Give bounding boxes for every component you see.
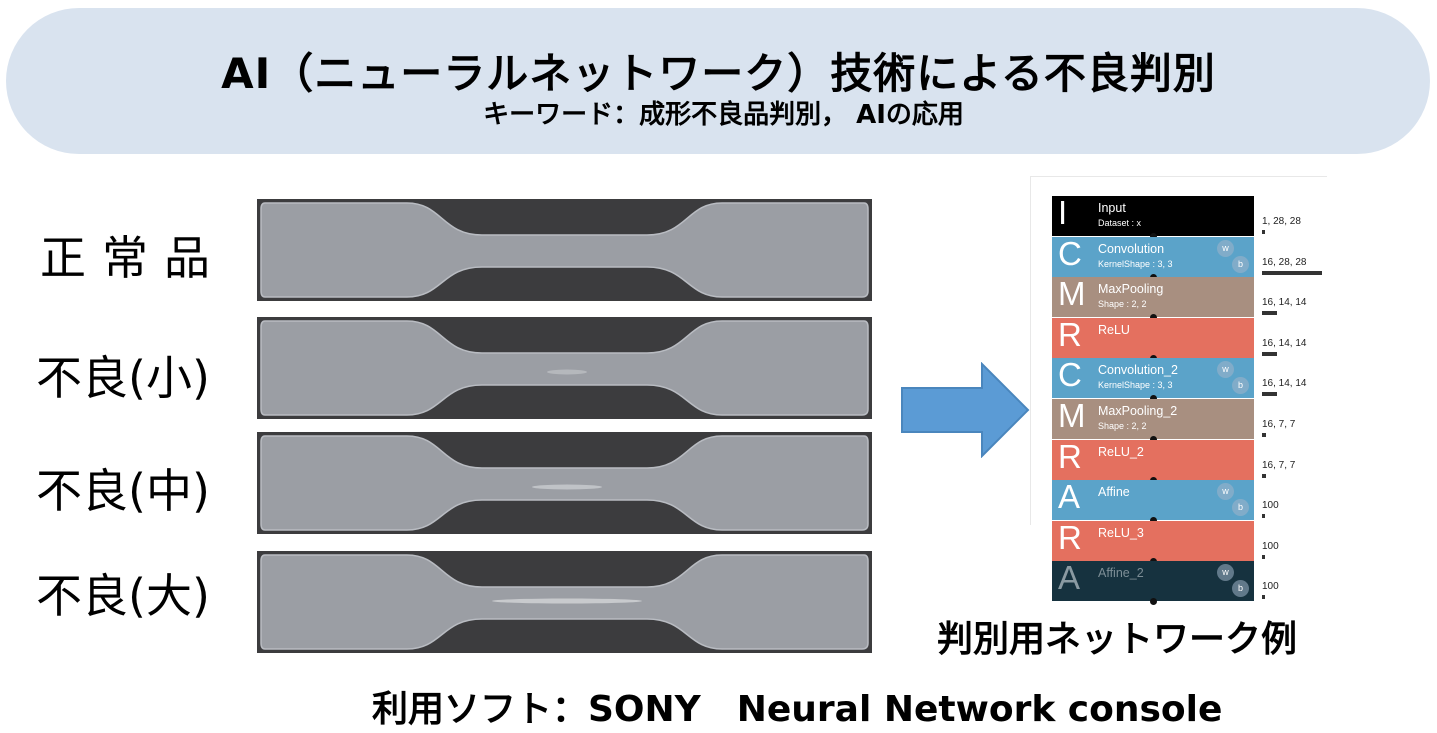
layer-connector-dot	[1150, 233, 1157, 240]
layer-output-size-bar	[1262, 595, 1265, 600]
layer-name: Convolution_2	[1098, 363, 1178, 378]
layer-output-shape: 100	[1262, 500, 1279, 512]
weight-param-icon: w	[1217, 564, 1234, 582]
layer-param: KernelShape : 3, 3	[1098, 258, 1173, 269]
layer-output-shape: 16, 14, 14	[1262, 378, 1307, 390]
layer-connector-dot	[1150, 598, 1157, 606]
layer-connector-dot	[1150, 273, 1157, 281]
layer-param: Shape : 2, 2	[1098, 421, 1147, 431]
layer-output-size-bar	[1262, 311, 1277, 316]
layer-output-size-bar	[1262, 514, 1265, 519]
layer-name: MaxPooling	[1098, 282, 1164, 297]
defect-streak	[547, 369, 587, 375]
specimen-image-defect-small	[257, 317, 872, 419]
layer-output-shape: 16, 7, 7	[1262, 459, 1296, 471]
sample-label-defect-medium: 不良(中)	[36, 464, 210, 518]
layer-output-shape: 16, 28, 28	[1262, 256, 1307, 268]
layer-output-size-bar	[1262, 270, 1322, 275]
network-layer: R ReLU_3	[1052, 518, 1254, 565]
header-banner	[6, 8, 1430, 154]
layer-type-letter: C	[1058, 234, 1082, 272]
sample-label-defect-small: 不良(小)	[36, 351, 210, 405]
layer-output-size-bar	[1262, 392, 1277, 397]
layer-connector-dot	[1150, 354, 1157, 362]
sample-label-normal: 正常品	[40, 231, 226, 285]
layer-output-shape: 16, 7, 7	[1262, 419, 1296, 430]
specimen-shape	[260, 202, 869, 298]
layer-name: ReLU_2	[1098, 444, 1144, 459]
layer-param: Shape : 2, 2	[1098, 299, 1147, 310]
layer-output-shape: 16, 14, 14	[1262, 337, 1307, 349]
layer-connector-dot	[1150, 436, 1157, 443]
layer-param: Dataset : x	[1098, 218, 1142, 228]
layer-type-letter: R	[1058, 315, 1082, 353]
page-title: AI（ニューラルネットワーク）技術による不良判別	[221, 49, 1216, 98]
layer-type-letter: M	[1058, 397, 1086, 434]
layer-connector-dot	[1150, 557, 1157, 565]
layer-name: ReLU_3	[1098, 525, 1144, 540]
defect-streak	[492, 598, 642, 604]
layer-connector-dot	[1150, 395, 1157, 403]
layer-name: Affine_2	[1098, 566, 1144, 581]
right-arrow-icon	[901, 362, 1030, 458]
layer-output-size-bar	[1262, 554, 1265, 559]
layer-name: Affine	[1098, 485, 1130, 500]
layer-name: Input	[1098, 201, 1126, 215]
layer-type-letter: I	[1058, 194, 1068, 231]
specimen-image-defect-medium	[257, 432, 872, 534]
layer-name: ReLU	[1098, 322, 1130, 337]
specimen-body	[260, 202, 869, 298]
bias-param-icon: b	[1232, 255, 1249, 273]
layer-type-letter: A	[1058, 559, 1081, 597]
layer-type-letter: R	[1058, 437, 1082, 475]
network-caption: 判別用ネットワーク例	[937, 619, 1298, 660]
layer-connector-dot	[1150, 314, 1157, 322]
specimen-body	[260, 320, 869, 416]
bias-param-icon: b	[1232, 580, 1249, 598]
layer-output-shape: 100	[1262, 540, 1279, 552]
specimen-shape	[260, 320, 869, 416]
layer-name: Convolution	[1098, 241, 1165, 256]
page-subtitle: キーワード：成形不良品判別， AIの応用	[483, 100, 964, 130]
layer-output-size-bar	[1262, 433, 1266, 437]
layer-type-letter: C	[1058, 356, 1082, 394]
weight-param-icon: w	[1217, 361, 1234, 379]
layer-type-letter: A	[1058, 478, 1081, 516]
specimen-shape	[260, 435, 869, 531]
layer-output-shape: 1, 28, 28	[1262, 216, 1301, 227]
specimen-image-defect-large	[257, 551, 872, 653]
specimen-shape	[260, 554, 869, 650]
layer-output-shape: 100	[1262, 581, 1279, 593]
layer-connector-dot	[1150, 517, 1157, 525]
layer-type-letter: M	[1058, 275, 1086, 313]
bias-param-icon: b	[1232, 499, 1249, 517]
specimen-body	[260, 435, 869, 531]
layer-param: KernelShape : 3, 3	[1098, 380, 1173, 391]
layer-output-size-bar	[1262, 351, 1277, 356]
network-layer: R ReLU_2	[1052, 437, 1254, 484]
defect-streak	[532, 484, 602, 490]
layer-type-letter: R	[1058, 518, 1082, 556]
bias-param-icon: b	[1232, 377, 1249, 395]
sample-label-defect-large: 不良(大)	[36, 569, 210, 623]
weight-param-icon: w	[1217, 483, 1234, 501]
layer-output-size-bar	[1262, 473, 1266, 478]
network-layer: R ReLU	[1052, 315, 1254, 362]
layer-output-shape: 16, 14, 14	[1262, 297, 1307, 309]
layer-connector-dot	[1150, 476, 1157, 484]
software-credit: 利用ソフト：SONY Neural Network console	[372, 689, 1223, 730]
layer-name: MaxPooling_2	[1098, 404, 1178, 418]
weight-param-icon: w	[1217, 239, 1234, 257]
specimen-image-normal	[257, 199, 872, 301]
layer-output-size-bar	[1262, 230, 1265, 234]
